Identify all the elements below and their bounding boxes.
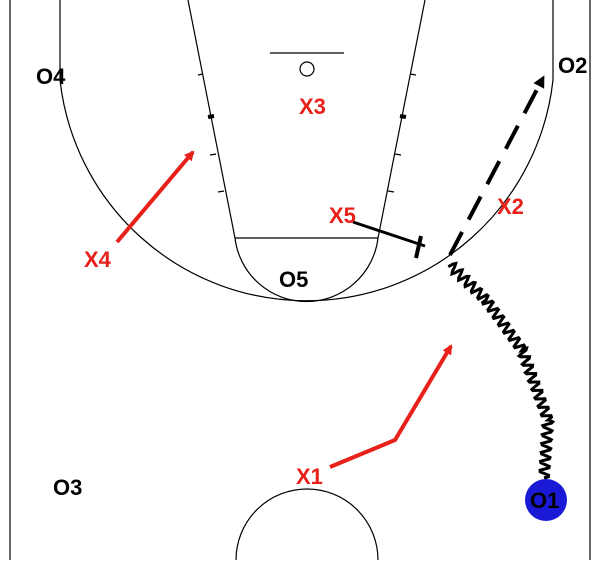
player-x5: X5	[329, 203, 356, 228]
player-x1: X1	[296, 464, 323, 489]
center-circle	[235, 488, 379, 561]
three-point-arc	[59, 0, 554, 302]
lane-hash-marks	[197, 73, 417, 193]
player-o5: O5	[279, 267, 308, 292]
screen-bar	[414, 235, 423, 259]
defense-arrows	[115, 150, 453, 469]
lane-left	[187, 0, 236, 239]
player-x3: X3	[299, 94, 326, 119]
x1-cut-arrow	[329, 344, 453, 469]
player-x2: X2	[497, 194, 524, 219]
player-o2: O2	[558, 53, 587, 78]
ball-handler-circle	[525, 479, 567, 521]
x4-cut-arrow	[115, 150, 195, 244]
player-o4: O4	[36, 64, 66, 89]
free-throw-circle	[234, 237, 379, 303]
dribble-path	[447, 261, 556, 480]
court-lines	[9, 0, 591, 561]
lane-right	[377, 0, 426, 239]
player-x4: X4	[84, 247, 112, 272]
pass-line	[448, 75, 545, 256]
rim	[299, 61, 315, 77]
player-o3: O3	[53, 475, 82, 500]
screen-line	[352, 220, 426, 259]
player-o1: O1	[530, 488, 559, 513]
